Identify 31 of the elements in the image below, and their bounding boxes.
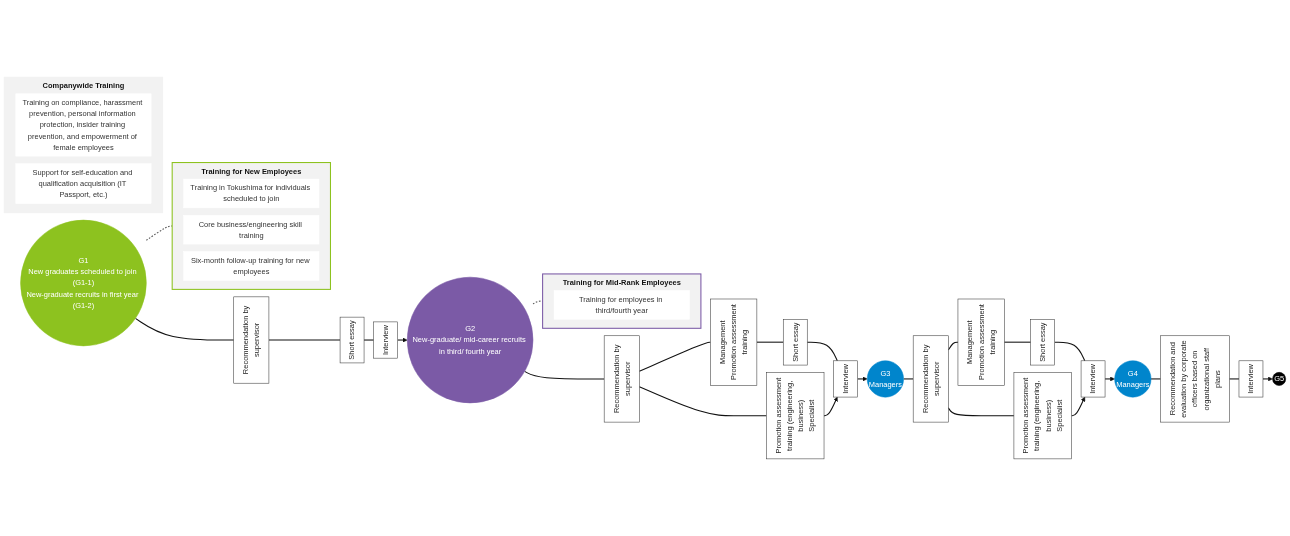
connector	[638, 386, 767, 417]
arrow	[823, 396, 838, 417]
connector	[947, 407, 1015, 417]
node-box: Short essay	[339, 316, 365, 364]
node-box: Short essay	[1030, 318, 1055, 366]
connector	[638, 341, 712, 372]
node-box: Management Promotion assessment training	[710, 298, 758, 386]
node-box: Promotion assessment training (engineering, business) Specialist	[1013, 372, 1072, 460]
node-box: Short essay	[783, 318, 808, 366]
connector	[806, 341, 838, 362]
node-box: Management Promotion assessment training	[957, 298, 1005, 386]
node-box: Recommendation by supervisor	[233, 296, 270, 384]
node-box: Interview	[1080, 360, 1106, 398]
connector	[903, 378, 914, 380]
arrow	[857, 376, 868, 382]
node-box: Interview	[833, 360, 858, 398]
node-box: Interview	[373, 321, 398, 359]
node-box: Recommendation by supervisor	[603, 335, 640, 423]
arrow	[1262, 376, 1273, 382]
connector	[1228, 378, 1240, 380]
node-box: Interview	[1238, 360, 1264, 398]
node-box: Recommendation and evaluation by corporate officers based on organizational staff plans	[1160, 335, 1230, 423]
connector	[756, 341, 784, 343]
connector	[1054, 341, 1086, 362]
arrow	[397, 337, 408, 343]
connector	[1003, 341, 1032, 343]
arrow	[1070, 396, 1086, 417]
connector	[524, 370, 605, 380]
connector	[134, 317, 235, 341]
node-box: Recommendation by supervisor	[912, 335, 949, 423]
node-box: Promotion assessment training (engineering, business) Specialist	[766, 372, 825, 460]
